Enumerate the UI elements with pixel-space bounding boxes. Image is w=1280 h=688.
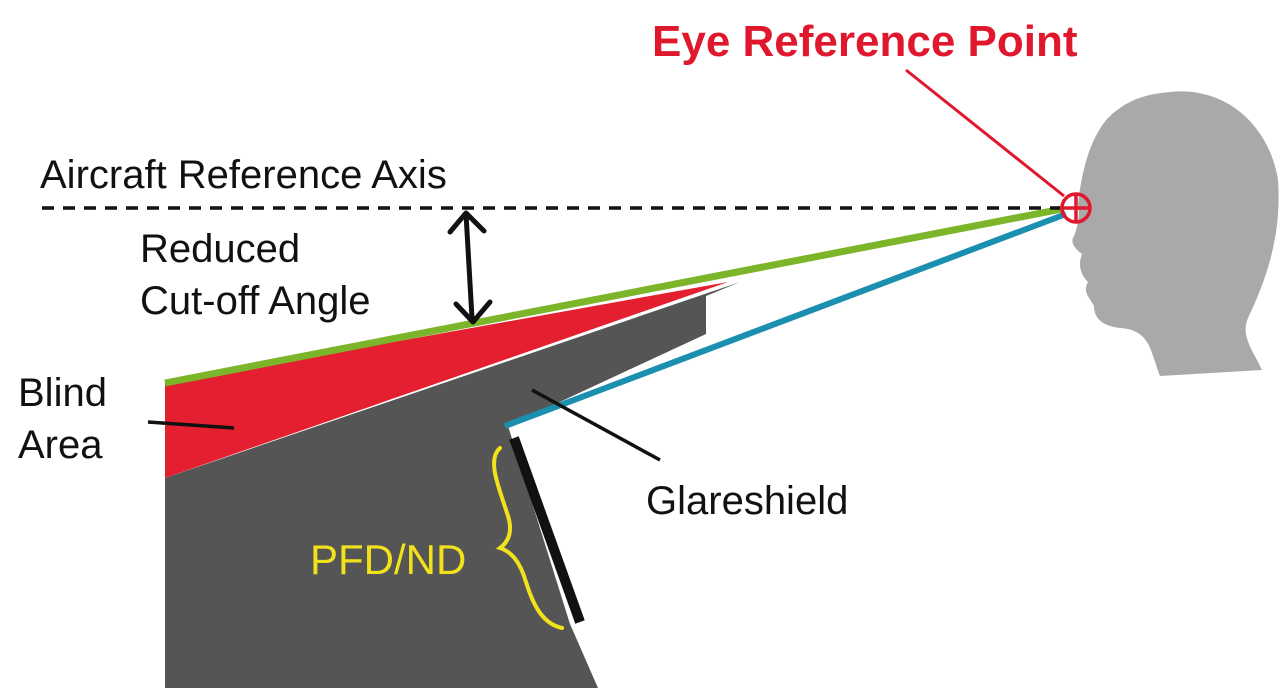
- blind-area-label-line2: Area: [18, 423, 103, 467]
- glareshield-pointer: [531, 388, 661, 462]
- eye-reference-point-label: Eye Reference Point: [652, 17, 1078, 66]
- cutoff-sight-line: [164, 205, 1063, 387]
- glareshield-sight-line: [503, 211, 1068, 429]
- reduced-cutoff-angle-label-line2: Cut-off Angle: [140, 279, 371, 323]
- head-profile-icon: [1072, 91, 1279, 377]
- blind-area-pointer: [147, 420, 235, 430]
- crosshair-circle-icon: [1060, 192, 1092, 224]
- reduced-cutoff-angle-label-line1: Reduced: [140, 227, 300, 271]
- pfd-nd-display: [509, 436, 585, 624]
- pfd-nd-label: PFD/ND: [310, 536, 466, 583]
- cockpit-structure: [165, 282, 740, 688]
- glareshield-label: Glareshield: [646, 479, 848, 523]
- blind-area: [165, 282, 728, 478]
- eye-reference-pointer: [905, 68, 1065, 198]
- aircraft-reference-axis-label: Aircraft Reference Axis: [40, 153, 447, 197]
- blind-area-label-line1: Blind: [18, 371, 107, 415]
- double-arrow-icon: [447, 210, 493, 325]
- pfd-nd-brace: [492, 446, 564, 630]
